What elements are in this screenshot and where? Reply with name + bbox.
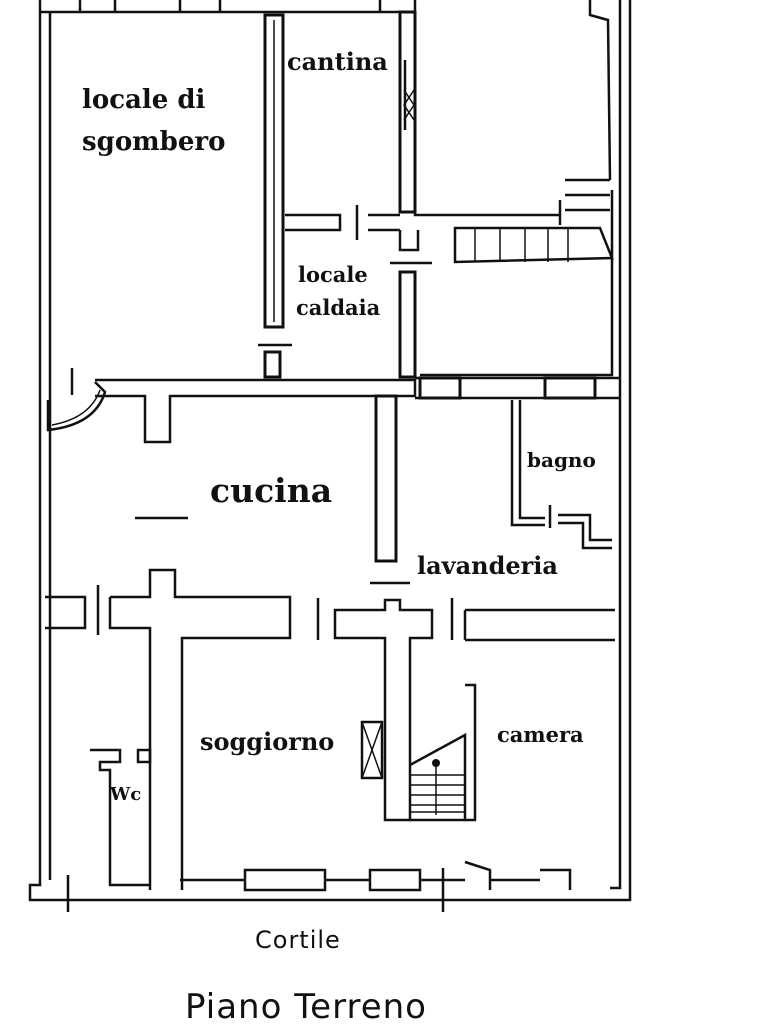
outer-walls: [28, 0, 632, 902]
room-label-locale-di-sgombero-line2: sgombero: [82, 127, 225, 157]
room-label-locale-caldaia-line2: caldaia: [296, 295, 381, 320]
room-label-locale-caldaia-line1: locale: [298, 262, 368, 287]
inner-walls: [45, 0, 620, 912]
room-label-wc: Wc: [109, 784, 141, 805]
room-label-cucina: cucina: [210, 471, 332, 510]
floor-caption: Piano Terreno: [185, 987, 427, 1024]
room-label-camera: camera: [497, 722, 584, 747]
room-label-lavanderia: lavanderia: [417, 551, 558, 580]
room-label-bagno: bagno: [527, 448, 596, 472]
room-label-locale-di-sgombero-line1: locale di: [82, 85, 206, 115]
room-label-cantina: cantina: [287, 47, 388, 76]
courtyard-caption: Cortile: [255, 926, 341, 954]
room-label-soggiorno: soggiorno: [200, 727, 334, 756]
